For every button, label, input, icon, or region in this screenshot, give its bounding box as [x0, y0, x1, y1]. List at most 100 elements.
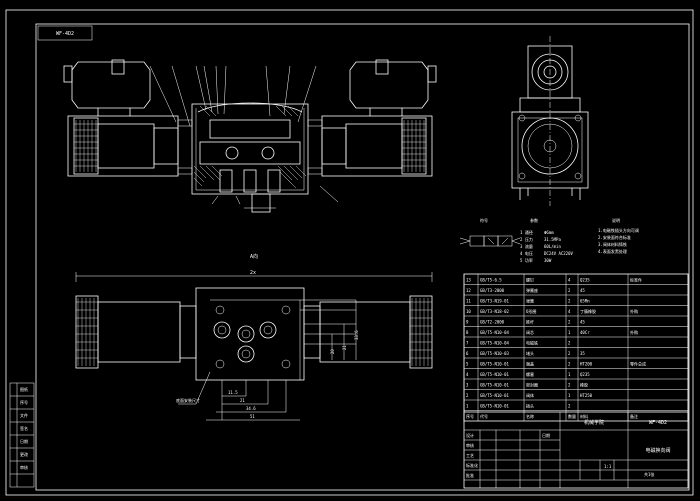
- bom-cell: 2: [568, 288, 571, 293]
- param-2: 3 流量: [520, 243, 533, 249]
- strip-label-3: 签名: [20, 425, 28, 431]
- strip-label-6: 审核: [20, 464, 28, 470]
- strip-label-4: 日期: [20, 438, 28, 444]
- dim-bottom-2: 34.6: [246, 406, 256, 411]
- bom-cell: 2: [568, 383, 571, 388]
- bom-cell: 1: [466, 404, 469, 409]
- bom-cell: 2: [466, 393, 469, 398]
- bom-header: 材料: [580, 413, 588, 419]
- bom-cell: 2: [568, 351, 571, 356]
- bom-cell: GB/T3-N19-01: [480, 299, 509, 304]
- bom-header: 数量: [568, 413, 576, 419]
- tb-drawing-no: WF-4D2: [649, 420, 667, 426]
- bom-cell: GB/T2-2000: [480, 320, 505, 325]
- bom-cell: 弹簧: [526, 298, 534, 304]
- bom-cell: GB/T5-N10-01: [480, 393, 509, 398]
- bom-cell: GB/T5-N10-03: [480, 351, 509, 356]
- bom-cell: 7: [466, 341, 469, 346]
- dim-bottom-3: 51: [250, 414, 255, 419]
- bom-cell: 端盖: [526, 361, 534, 367]
- value-3: DC24V AC220V: [544, 251, 573, 256]
- tb-scale: 1:1: [604, 464, 612, 469]
- tb-label-1: 审核: [466, 442, 474, 448]
- view-label: A向: [250, 253, 258, 260]
- symbol-title: 符号: [480, 217, 488, 223]
- value-4: 30W: [544, 258, 552, 263]
- bom-cell: 密封圈: [526, 382, 538, 388]
- bom-cell: 阀芯: [526, 329, 534, 335]
- bom-cell: 2: [568, 320, 571, 325]
- bom-cell: GB/T5-N10-01: [480, 404, 509, 409]
- bom-cell: GB/T5-N10-01: [480, 383, 509, 388]
- note-2: 3.阀体材料铸铁: [598, 241, 627, 247]
- bom-cell: 3: [466, 383, 469, 388]
- bom-cell: 35: [580, 351, 585, 356]
- bom-cell: 1: [568, 393, 571, 398]
- strip-label-5: 更改: [20, 451, 28, 457]
- bom-cell: 40Cr: [580, 330, 590, 335]
- bom-header: 序号: [466, 413, 474, 419]
- bom-cell: GB/T3-N18-02: [480, 309, 509, 314]
- bom-header: 名称: [526, 413, 534, 419]
- strip-label-0: 图纸: [20, 386, 28, 392]
- bom-cell: 2: [568, 299, 571, 304]
- bom-cell: 12: [466, 288, 471, 293]
- bom-cell: O形圈: [526, 308, 536, 314]
- bom-cell: GB/T3-2000: [480, 288, 505, 293]
- bom-cell: 零件总成: [630, 361, 646, 367]
- param-4: 5 功率: [520, 257, 533, 263]
- bom-cell: GB/T5-N10-01: [480, 372, 509, 377]
- bom-cell: GB/T5-N10-04: [480, 330, 509, 335]
- note-3: 4.表面发黑处理: [598, 248, 627, 254]
- bom-cell: 1: [568, 330, 571, 335]
- dim-side-2: 20: [330, 349, 335, 354]
- tb-label-4: 批准: [466, 472, 474, 478]
- bom-header: 备注: [630, 413, 638, 419]
- tb-label-2: 工艺: [466, 453, 474, 458]
- tb-school: 机械学院: [584, 419, 604, 426]
- tb-label-0: 设计: [466, 432, 474, 438]
- drawing-code-box: [37, 25, 93, 41]
- bom-cell: GB/T5-N10-01: [480, 362, 509, 367]
- title-block: 机械学院 WF-4D2 电磁换向阀 1:1 共1张 设计 审核 工艺 标准化 批…: [463, 411, 689, 489]
- bom-cell: Q235: [580, 372, 590, 377]
- bom-cell: 45: [580, 288, 585, 293]
- bom-cell: HT200: [580, 362, 593, 367]
- dim-side-0: 33.6: [354, 330, 359, 340]
- bom-cell: 45: [580, 320, 585, 325]
- strip-label-2: 文件: [20, 412, 28, 418]
- bom-cell: 螺塞: [526, 371, 534, 377]
- bom-cell: 2: [568, 362, 571, 367]
- strip-label-1: 序号: [20, 399, 28, 405]
- bom-cell: 2: [568, 341, 571, 346]
- tb-label-5: 日期: [542, 432, 550, 438]
- bom-cell: 9: [466, 320, 469, 325]
- bom-cell: 5: [466, 362, 469, 367]
- bom-cell: 1: [568, 372, 571, 377]
- bom-cell: 外购: [630, 308, 638, 314]
- note-0: 1.电磁铁插头方向可调: [598, 227, 639, 233]
- dim-bottom-0: 11.5: [228, 390, 238, 395]
- bom-cell: Q235: [580, 278, 590, 283]
- bom-header: 代号: [480, 413, 488, 419]
- bom-cell: 电磁铁: [526, 340, 538, 346]
- value-1: 31.5MPa: [544, 237, 561, 242]
- bom-cell: 橡胶: [580, 382, 588, 388]
- plan-view: A向 2x 33.6 21 20: [75, 253, 433, 421]
- note-1: 2.安装面符合标准: [598, 234, 631, 240]
- outer-border: [5, 9, 694, 496]
- bom-cell: 11: [466, 299, 471, 304]
- bom-cell: 4: [568, 309, 571, 314]
- bom-cell: 堵头: [526, 350, 534, 356]
- bom-cell: GB/T5-6.5: [480, 278, 502, 283]
- side-view: [511, 36, 589, 206]
- param-0: 1 通径: [520, 229, 533, 235]
- tb-sheet: 共1张: [644, 471, 654, 477]
- bom-cell: 标准件: [630, 277, 642, 283]
- bom-cell: 弹簧座: [526, 287, 538, 293]
- dim-side-1: 21: [342, 345, 347, 350]
- dim-bottom-1: 21: [240, 398, 245, 403]
- bom-cell: 4: [568, 278, 571, 283]
